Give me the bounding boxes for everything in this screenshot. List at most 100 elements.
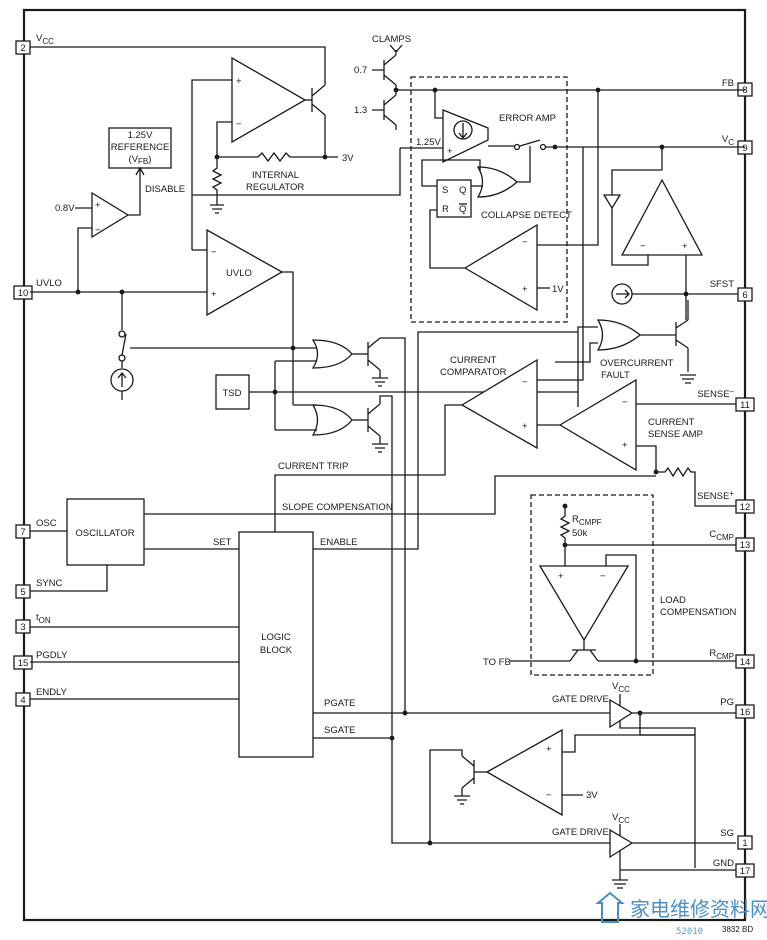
pin-gnd: 17 GND xyxy=(713,858,755,878)
svg-text:LOGIC: LOGIC xyxy=(261,632,291,643)
svg-text:3: 3 xyxy=(20,622,25,633)
pin-uvlo: 10 UVLO xyxy=(13,278,62,300)
uvlo-comparator: UVLO − + xyxy=(30,228,294,405)
svg-text:tON: tON xyxy=(36,612,51,625)
svg-text:+: + xyxy=(211,289,217,300)
pin-fb: 8 FB xyxy=(722,78,753,97)
svg-text:S: S xyxy=(442,185,448,196)
svg-text:12: 12 xyxy=(740,502,751,513)
gate-drive-sg: GATE DRIVE VCC xyxy=(391,738,736,889)
svg-text:CURRENT: CURRENT xyxy=(450,355,497,366)
svg-text:UVLO: UVLO xyxy=(226,268,252,279)
current-sense-amp: − + CURRENT SENSE AMP xyxy=(558,378,736,507)
svg-text:0.7: 0.7 xyxy=(354,65,367,76)
current-comparator: − + CURRENT COMPARATOR CURRENT TRIP xyxy=(274,147,584,532)
svg-text:1.25V: 1.25V xyxy=(128,130,153,141)
svg-text:1.3: 1.3 xyxy=(354,105,367,116)
gate-drive-pg: GATE DRIVE VCC xyxy=(552,681,736,868)
svg-text:SENSE AMP: SENSE AMP xyxy=(648,429,703,440)
svg-text:VCC: VCC xyxy=(612,812,630,825)
svg-text:ERROR AMP: ERROR AMP xyxy=(499,113,556,124)
lower-or-gate xyxy=(274,361,393,738)
svg-text:SENSE+: SENSE+ xyxy=(697,489,734,502)
svg-text:−: − xyxy=(622,397,628,408)
svg-text:13: 13 xyxy=(740,540,751,551)
svg-text:PG: PG xyxy=(720,697,734,708)
svg-text:BLOCK: BLOCK xyxy=(260,645,293,656)
svg-text:7: 7 xyxy=(20,527,25,538)
svg-text:ENDLY: ENDLY xyxy=(36,687,68,698)
svg-text:PGATE: PGATE xyxy=(324,698,356,709)
svg-text:INTERNAL: INTERNAL xyxy=(252,170,299,181)
svg-text:CLAMPS: CLAMPS xyxy=(372,34,411,45)
svg-text:50k: 50k xyxy=(572,528,588,539)
slope-compensation: SLOPE COMPENSATION xyxy=(144,475,656,515)
svg-text:VC: VC xyxy=(722,134,734,147)
svg-text:3832 BD: 3832 BD xyxy=(722,925,753,934)
svg-text:+: + xyxy=(546,744,552,755)
svg-text:GATE DRIVE: GATE DRIVE xyxy=(552,694,609,705)
svg-text:0.8V: 0.8V xyxy=(55,203,75,214)
pin-sg: 1 SG xyxy=(720,828,753,850)
svg-text:SET: SET xyxy=(213,537,232,548)
svg-text:ENABLE: ENABLE xyxy=(320,537,358,548)
svg-text:REFERENCE: REFERENCE xyxy=(111,142,170,153)
svg-text:10: 10 xyxy=(18,288,29,299)
svg-text:14: 14 xyxy=(740,657,751,668)
svg-text:+: + xyxy=(522,284,528,295)
package-outline xyxy=(22,8,747,922)
svg-text:TO FB: TO FB xyxy=(483,657,511,668)
svg-text:COLLAPSE DETECT: COLLAPSE DETECT xyxy=(481,210,572,221)
svg-text:1: 1 xyxy=(742,838,747,849)
svg-text:CCMP: CCMP xyxy=(709,529,734,542)
svg-text:SYNC: SYNC xyxy=(36,578,63,589)
load-compensation-region xyxy=(530,494,654,676)
pin-pg: 16 PG xyxy=(720,697,755,719)
svg-text:3V: 3V xyxy=(342,153,354,164)
svg-text:COMPENSATION: COMPENSATION xyxy=(660,607,736,618)
svg-text:+: + xyxy=(95,200,101,211)
upper-or-gate xyxy=(275,337,406,713)
svg-text:(VFB): (VFB) xyxy=(129,154,152,166)
svg-text:PGDLY: PGDLY xyxy=(36,650,68,661)
uvlo-hysteresis-switch xyxy=(110,292,296,400)
pin-pgdly: 15 PGDLY xyxy=(13,650,68,670)
pin-osc: 7 OSC xyxy=(15,518,57,539)
svg-text:FAULT: FAULT xyxy=(601,370,630,381)
logic-block: LOGIC BLOCK ENABLE PGATE SGATE xyxy=(30,331,610,758)
pin-ccmp: 13 CCMP xyxy=(709,529,755,552)
svg-text:+: + xyxy=(447,146,453,157)
svg-text:−: − xyxy=(522,377,528,388)
svg-text:−: − xyxy=(95,225,101,236)
svg-text:5: 5 xyxy=(20,587,25,598)
reference-block: 1.25V REFERENCE (VFB) DISABLE xyxy=(108,127,185,195)
svg-text:REGULATOR: REGULATOR xyxy=(246,182,304,193)
watermark: 家电维修资料网 52010 3832 BD xyxy=(595,891,767,937)
sg-amp: + − 3V xyxy=(429,728,695,843)
svg-text:52010: 52010 xyxy=(676,927,703,937)
svg-text:SFST: SFST xyxy=(710,279,734,290)
disable-comparator: + − 0.8V xyxy=(55,191,141,292)
svg-text:Q: Q xyxy=(459,185,466,196)
svg-text:11: 11 xyxy=(740,400,750,411)
svg-text:−: − xyxy=(236,119,242,130)
soft-start-amp: − + xyxy=(602,147,738,384)
svg-text:16: 16 xyxy=(740,707,751,718)
svg-text:−: − xyxy=(640,241,646,252)
svg-text:17: 17 xyxy=(740,866,751,877)
collapse-detect: S R Q Q COLLAPSE DETECT − + 1V xyxy=(421,87,601,312)
svg-text:SGATE: SGATE xyxy=(324,725,356,736)
pin-sfst: 6 SFST xyxy=(710,279,753,302)
svg-text:UVLO: UVLO xyxy=(36,278,62,289)
oscillator-block: OSCILLATOR SET xyxy=(30,498,239,592)
svg-text:SG: SG xyxy=(720,828,734,839)
svg-text:+: + xyxy=(236,76,242,87)
svg-text:1V: 1V xyxy=(552,284,564,295)
svg-text:4: 4 xyxy=(20,695,25,706)
internal-regulator: + − 3V INTERNAL REGULATOR xyxy=(30,46,354,250)
svg-text:−: − xyxy=(211,247,217,258)
svg-text:FB: FB xyxy=(722,78,734,89)
svg-text:R: R xyxy=(442,204,449,215)
svg-text:OSC: OSC xyxy=(36,518,57,529)
